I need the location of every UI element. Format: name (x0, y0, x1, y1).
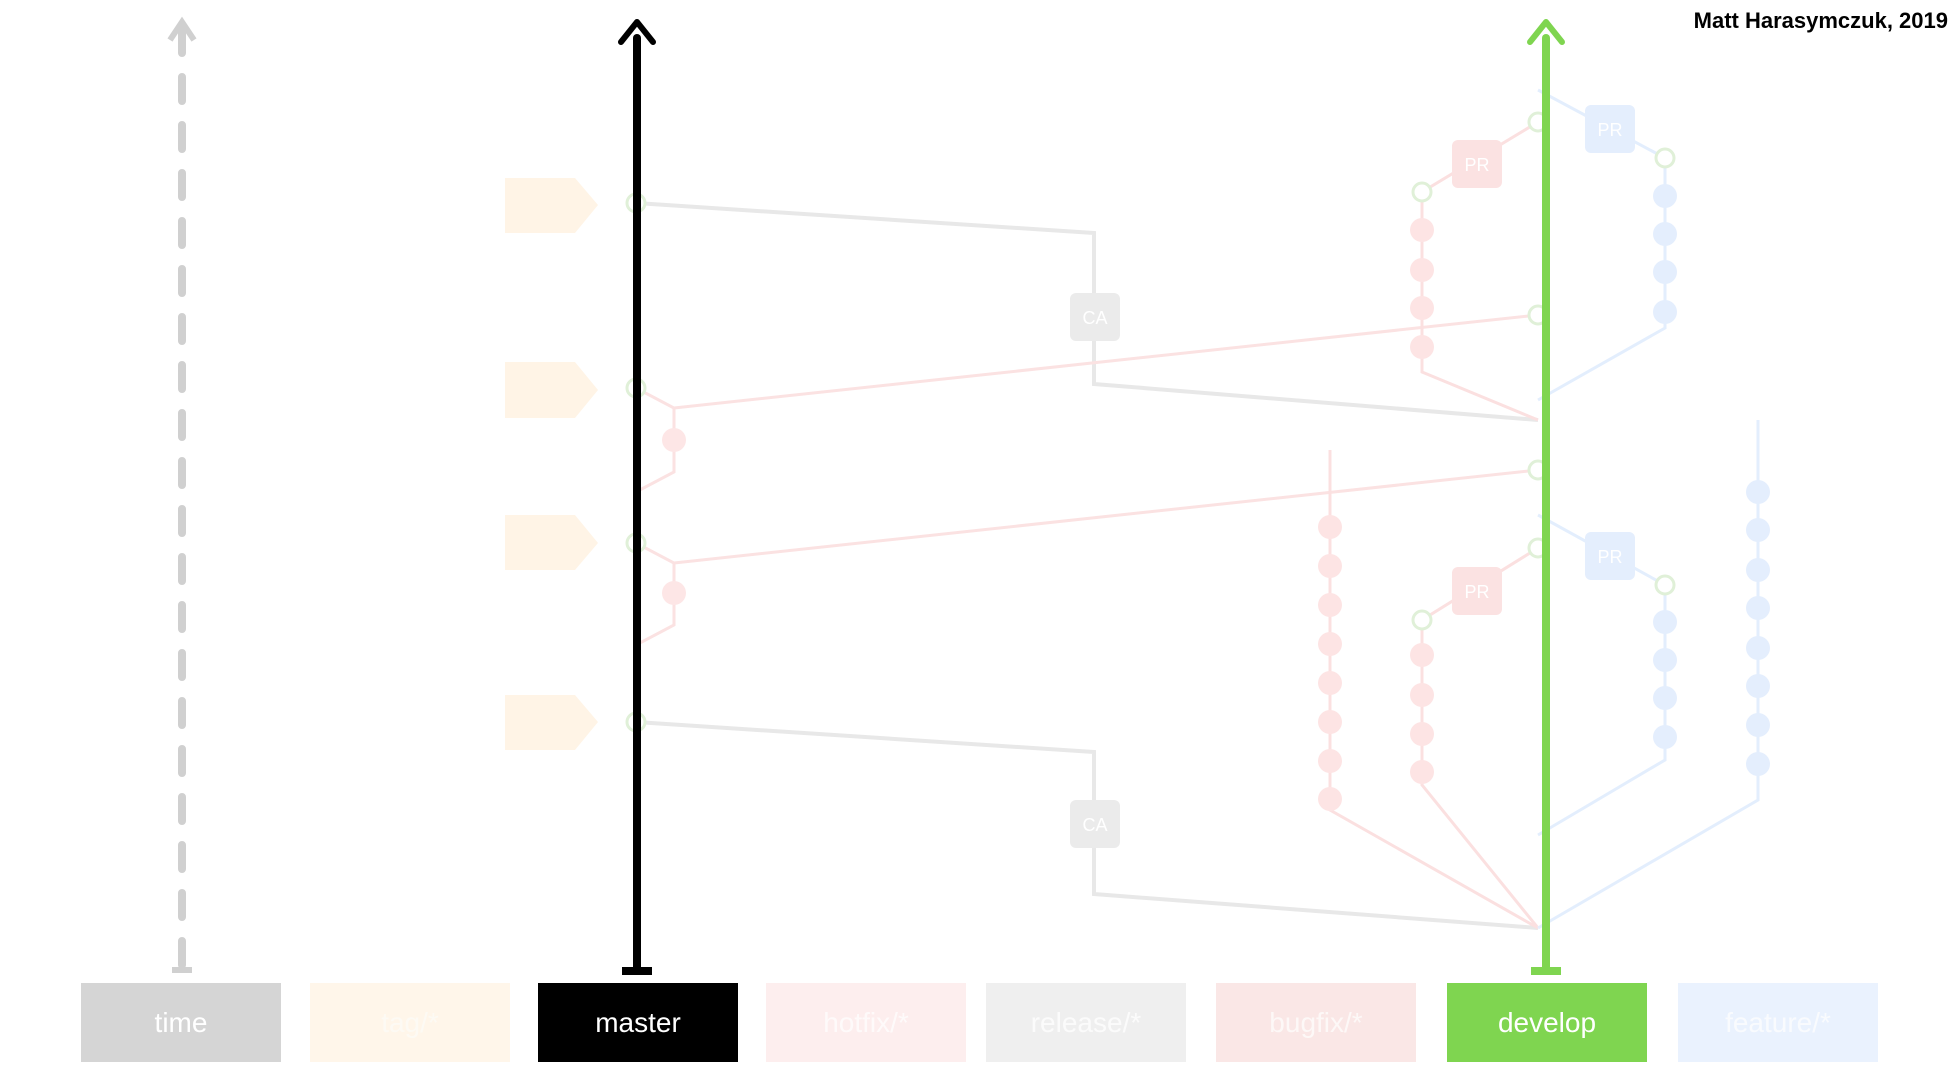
develop-branch-line (1527, 19, 1565, 975)
feature-commits (1653, 184, 1770, 776)
ca-badge-label: CA (1082, 308, 1107, 328)
merge-points (625, 111, 1676, 733)
pr-badge-label: PR (1464, 155, 1489, 175)
branch-label-master: master (538, 983, 738, 1062)
tag-markers (505, 178, 598, 750)
hotfix-flow-lines (635, 313, 1539, 647)
feature-flow-lines (1537, 88, 1760, 930)
ca-badges (1070, 293, 1120, 848)
bugfix-commits (1318, 218, 1434, 811)
pr-badge-label: PR (1464, 582, 1489, 602)
time-axis (167, 16, 197, 973)
branch-label-release: release/* (986, 983, 1186, 1062)
branch-label-develop: develop (1447, 983, 1647, 1062)
branch-label-hotfix: hotfix/* (766, 983, 966, 1062)
pr-badge-label: PR (1597, 547, 1622, 567)
branch-label-feature: feature/* (1678, 983, 1878, 1062)
author-credit: Matt Harasymczuk, 2019 (1693, 8, 1948, 33)
branch-label-bugfix: bugfix/* (1216, 983, 1416, 1062)
branch-label-tag: tag/* (310, 983, 510, 1062)
bugfix-flow-lines (1328, 120, 1540, 930)
pr-badges (1452, 105, 1635, 615)
master-branch-line (618, 19, 656, 975)
ca-badge-label: CA (1082, 815, 1107, 835)
branch-label-time: time (81, 983, 281, 1062)
pr-badge-label: PR (1597, 120, 1622, 140)
hotfix-commits (662, 428, 686, 605)
